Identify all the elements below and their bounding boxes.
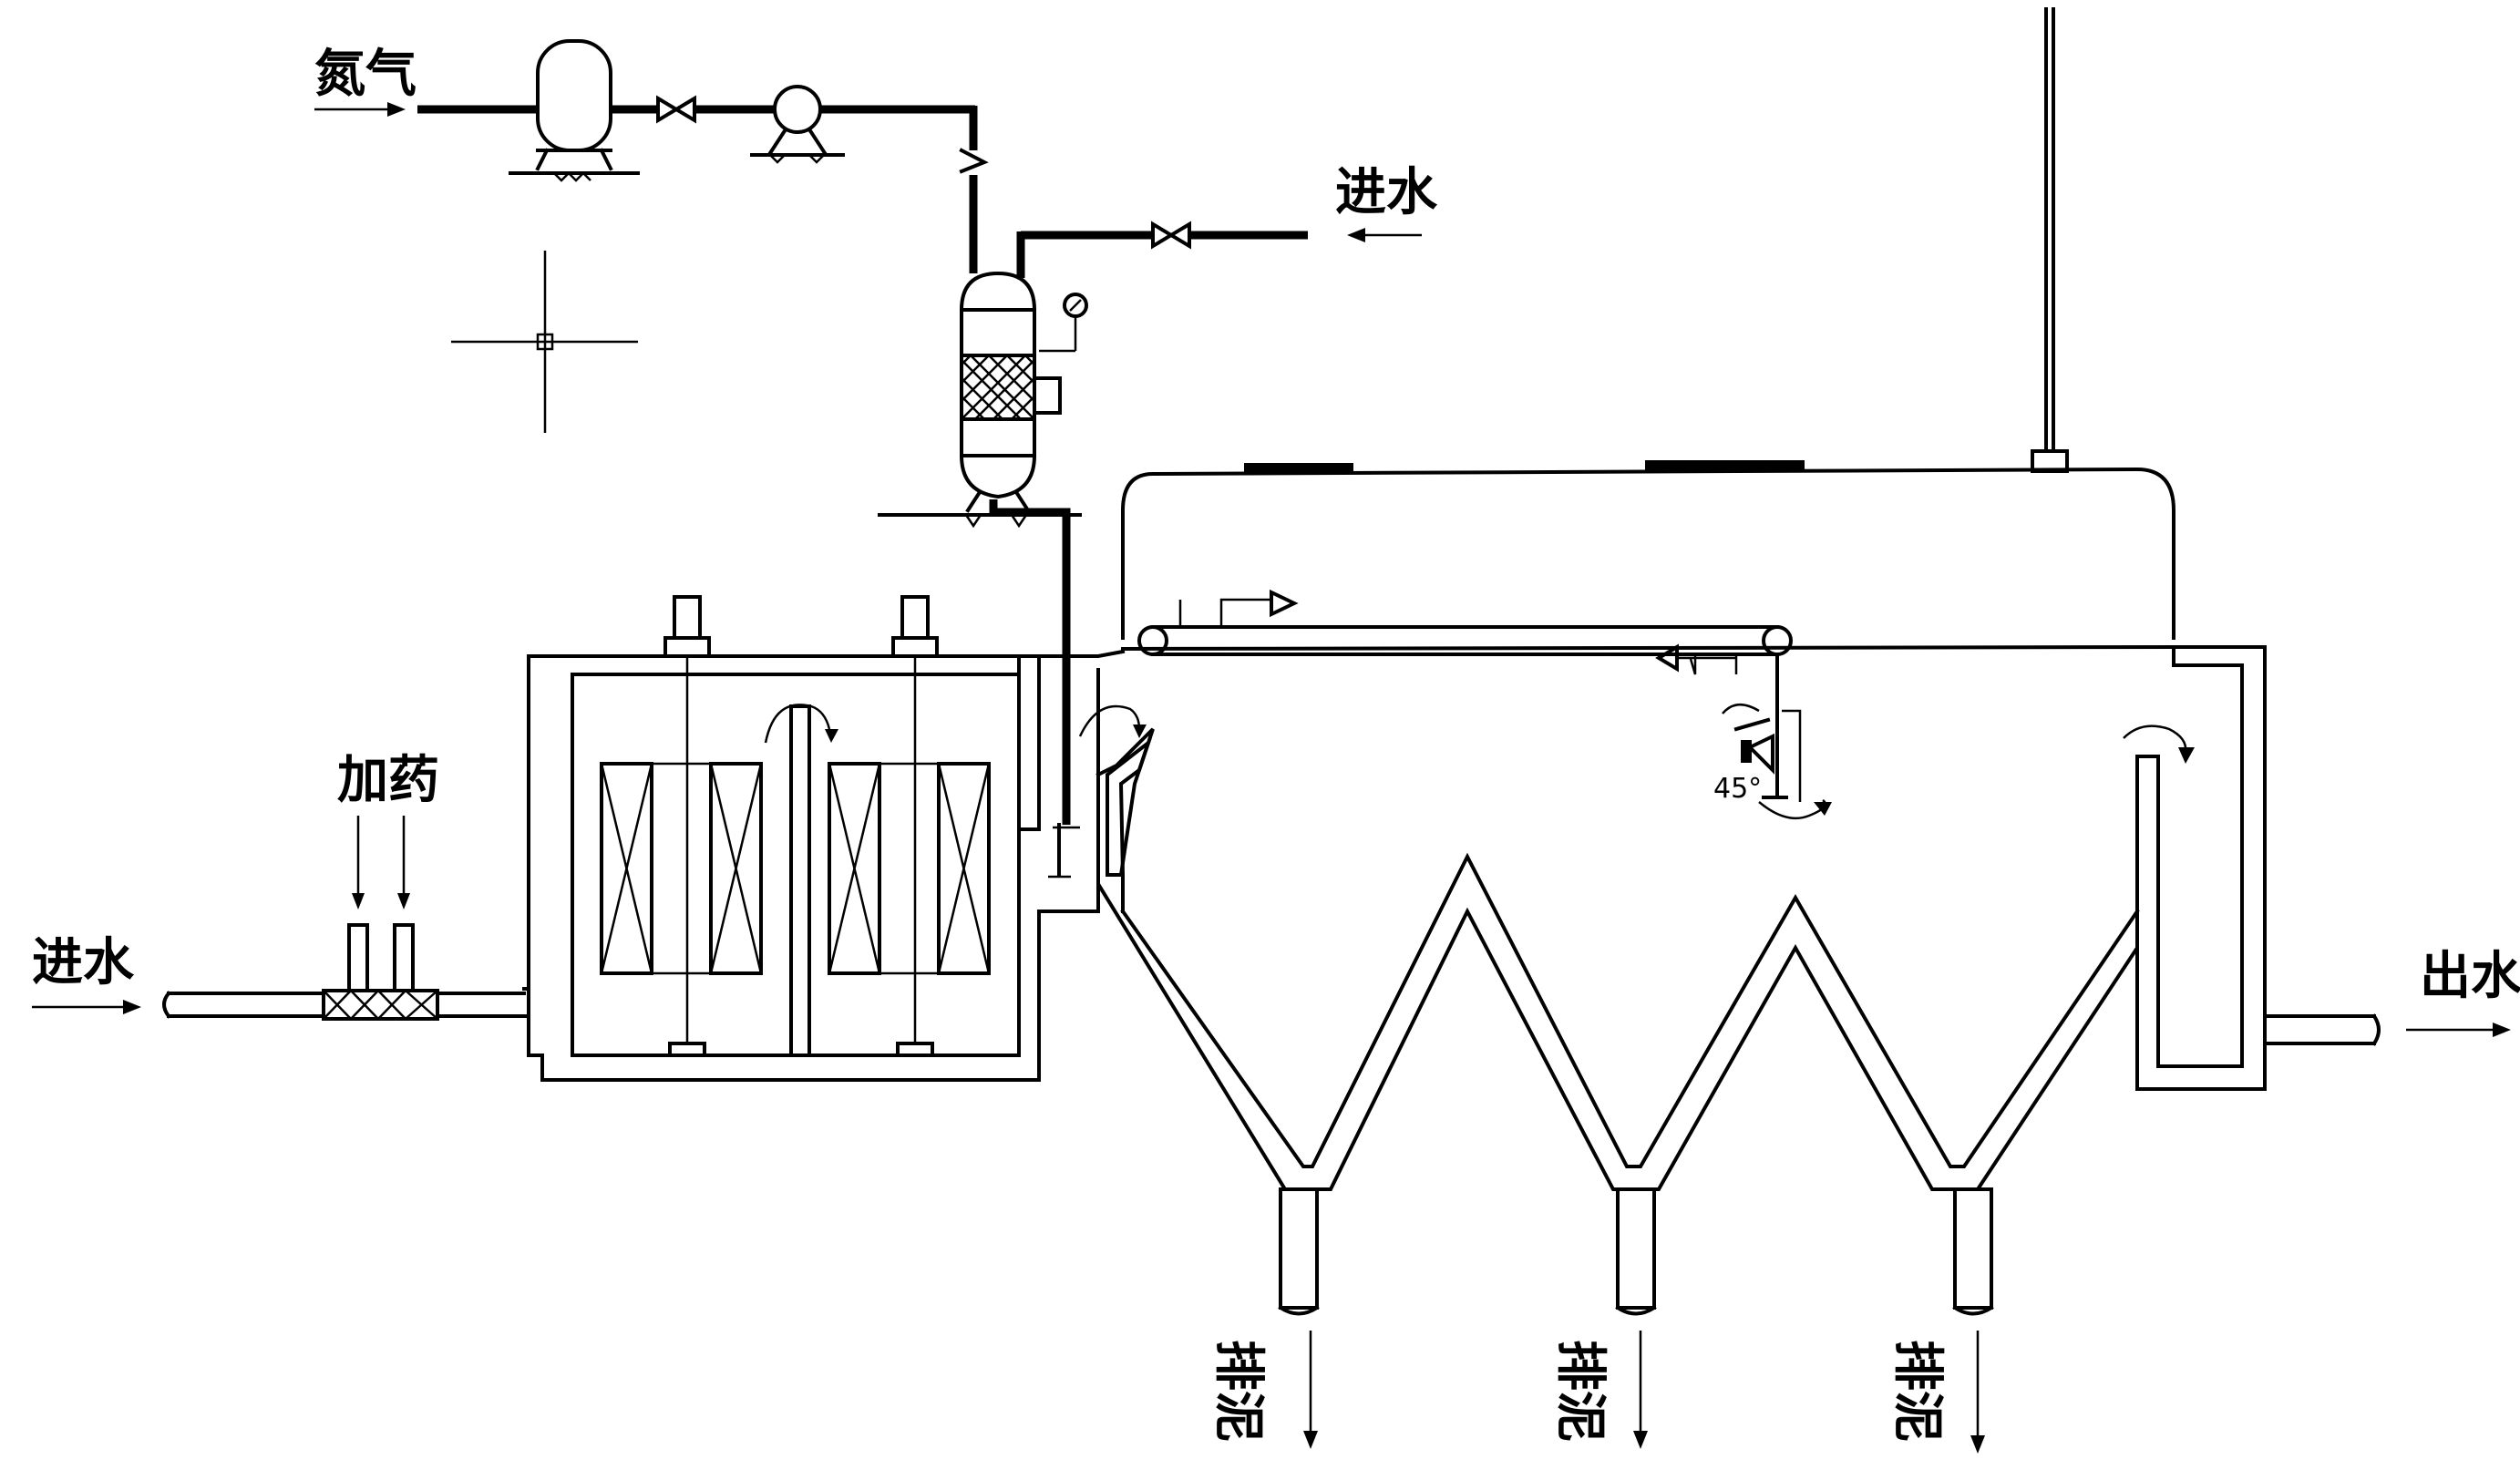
hood-vent-2 [1645, 460, 1805, 471]
dosing-label: 加药 [337, 751, 439, 810]
gas-compressor [750, 85, 845, 164]
nitrogen-tank [509, 39, 640, 182]
outlet-label-group: 出水 [2406, 947, 2520, 1037]
flow-arrow-2 [1078, 704, 1141, 737]
mixer-2 [828, 595, 991, 1057]
sludge-outlet-3: 排泥 [1887, 1187, 1994, 1454]
top-inlet-line: 进水 [1016, 163, 1438, 278]
flow-arrow-5 [2123, 725, 2187, 753]
flotation-hood [1121, 460, 2175, 640]
sludge-scraper [1137, 589, 1793, 675]
static-mixer [322, 989, 439, 1021]
check-valve [959, 148, 989, 174]
nitrogen-supply-line: 氮气 [314, 39, 989, 273]
water-valve [1151, 221, 1191, 250]
weir-baffle: 45° [1713, 653, 1832, 820]
inlet-pipe: 进水 [32, 933, 526, 1021]
sludge-outlet-2: 排泥 [1550, 1187, 1657, 1449]
reference-crosshair [451, 251, 638, 433]
scraper-direction-arrow [1270, 589, 1299, 618]
pressure-gauge-icon [1063, 293, 1088, 318]
inlet-left-label: 进水 [32, 933, 135, 992]
outlet-label: 出水 [2420, 947, 2520, 1006]
flow-arrow-3 [1722, 704, 1760, 714]
sludge-label-1: 排泥 [1209, 1340, 1268, 1442]
hood-vent-1 [1244, 463, 1353, 474]
outlet-pipe [2263, 1013, 2381, 1046]
flotation-tank: 45° [1078, 644, 2381, 1191]
dissolved-air-tank [878, 271, 1088, 879]
sludge-outlet-1: 排泥 [1209, 1187, 1320, 1449]
vent-stack [2031, 7, 2069, 473]
reaction-tank [522, 595, 1126, 1082]
dosing-points: 加药 [337, 751, 439, 992]
nitrogen-valve [656, 95, 696, 124]
sludge-label-3: 排泥 [1887, 1340, 1947, 1442]
flow-arrow-1 [764, 704, 831, 744]
inlet-top-label: 进水 [1335, 163, 1438, 222]
level-gauge [1033, 376, 1062, 415]
angle-label: 45° [1713, 773, 1762, 805]
nitrogen-label: 氮气 [314, 45, 417, 104]
sludge-label-2: 排泥 [1550, 1340, 1610, 1442]
mixer-1 [600, 595, 763, 1057]
